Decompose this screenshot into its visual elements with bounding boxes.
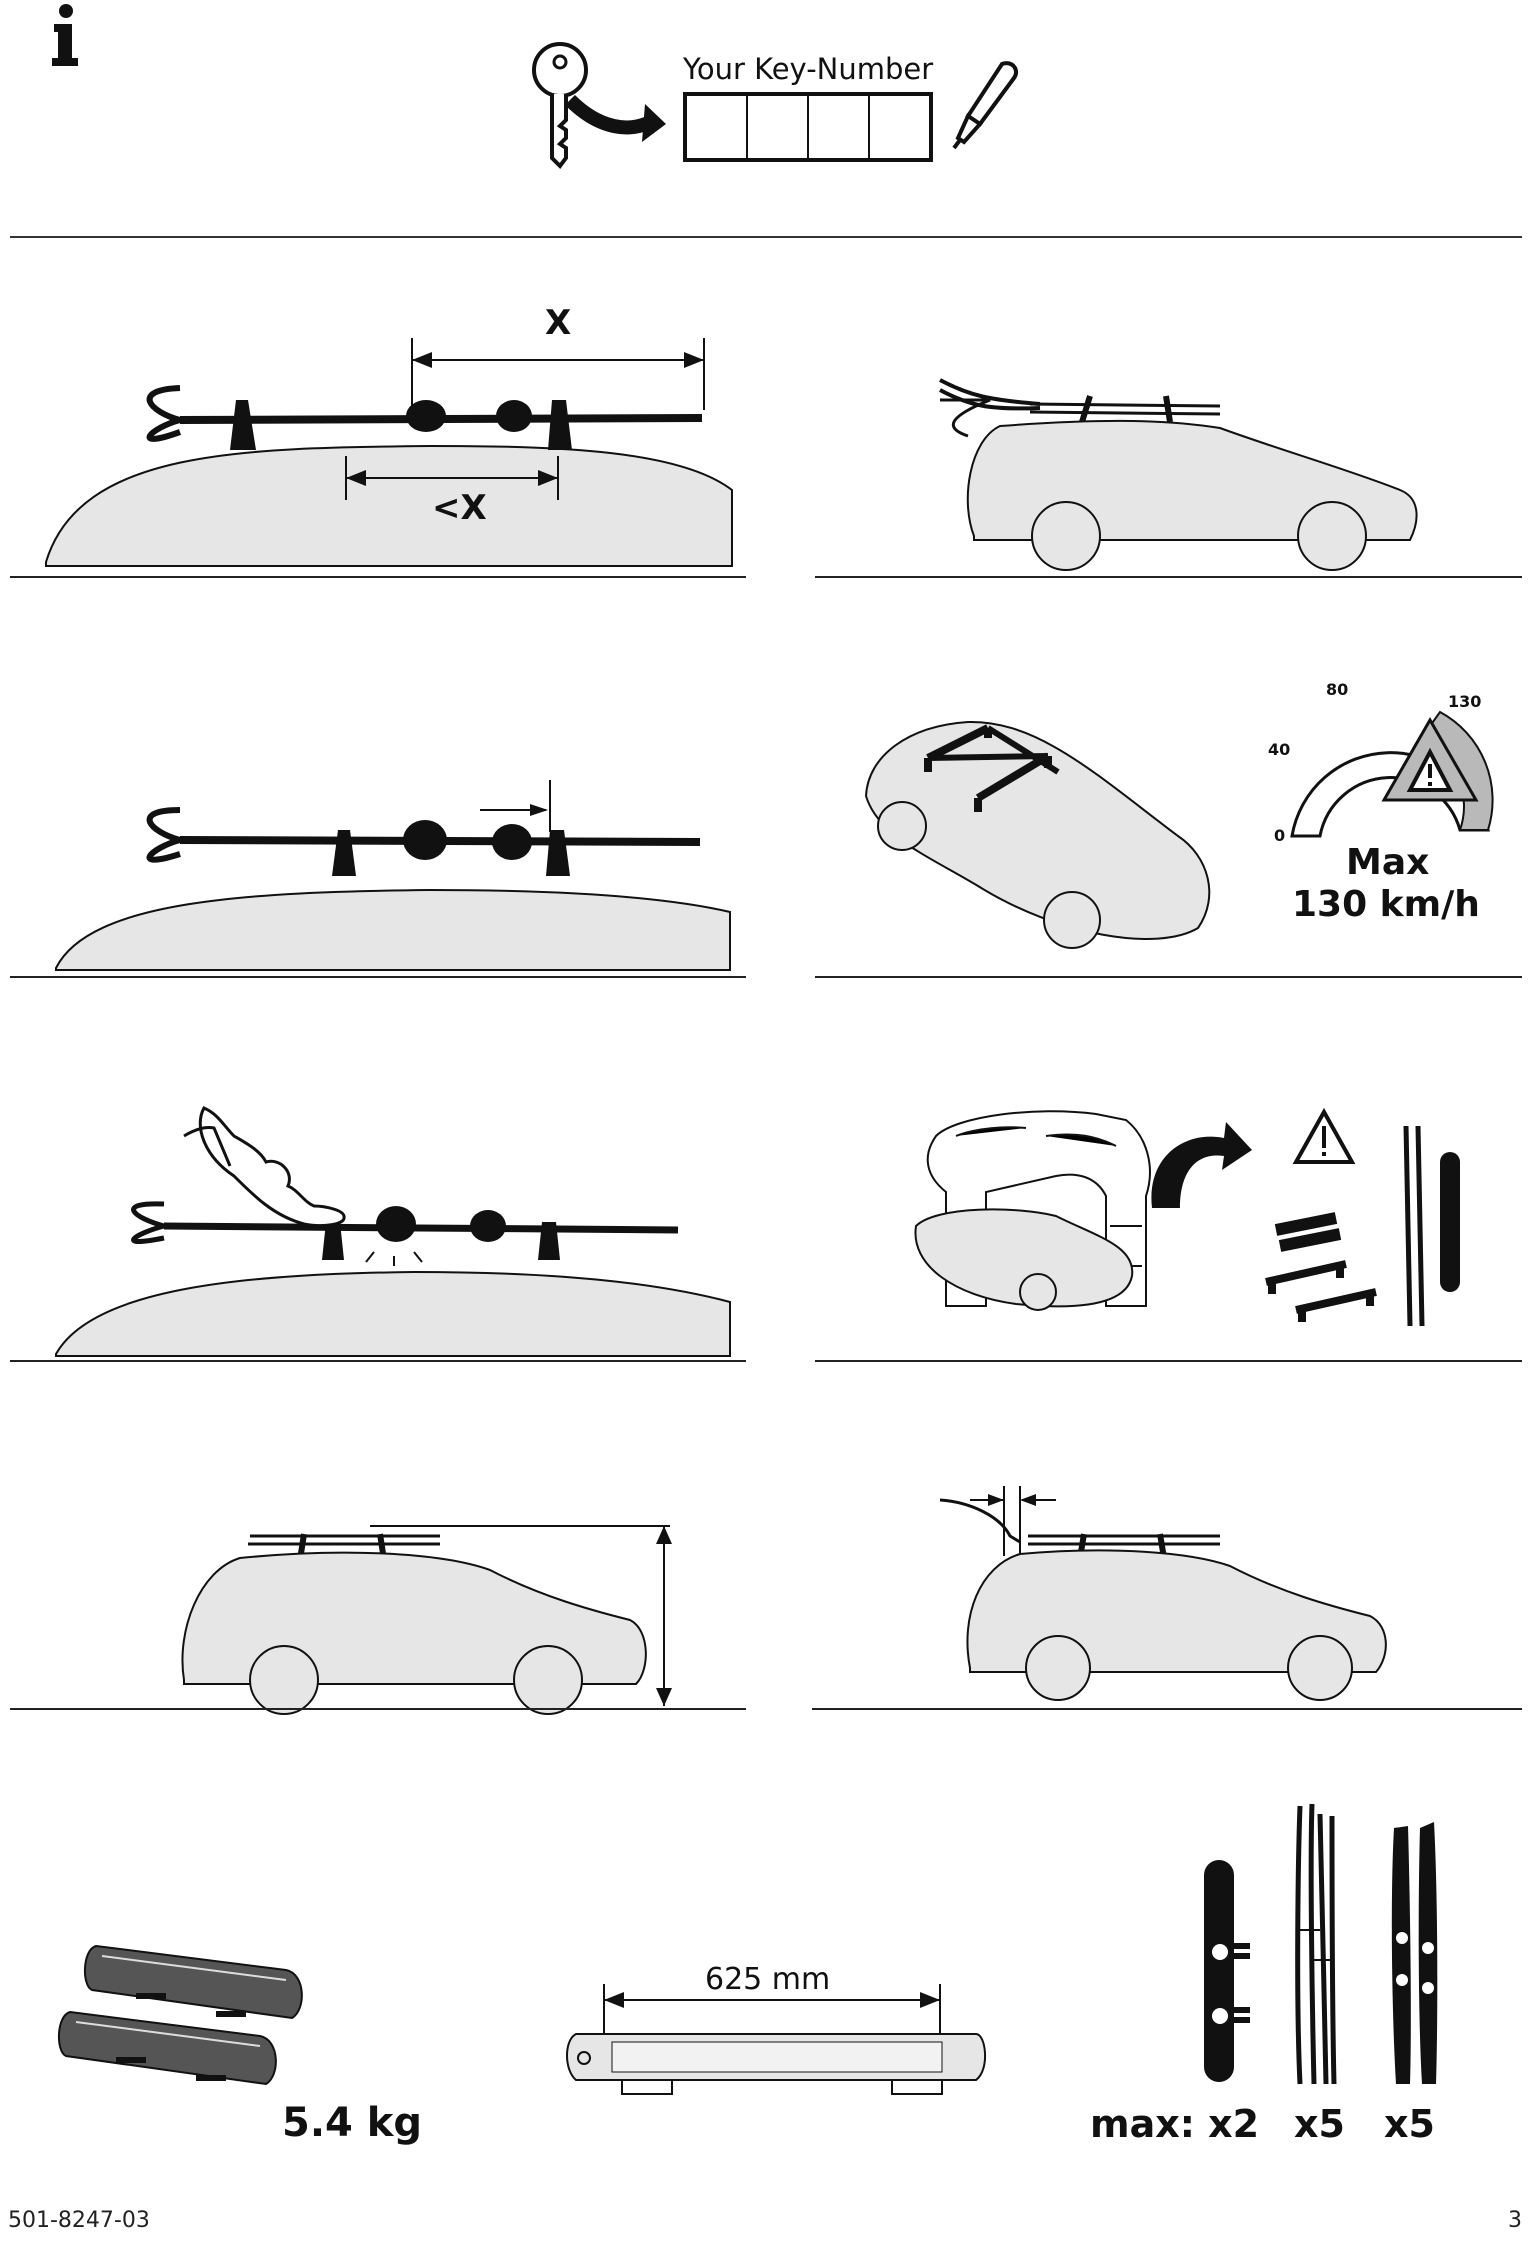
key-number-box[interactable] (748, 96, 809, 158)
car-bars-diagram (864, 720, 1211, 949)
divider (815, 976, 1522, 978)
document-number: 501-8247-03 (8, 2208, 150, 2233)
key-number-box[interactable] (870, 96, 929, 158)
capacity-skis-b-label: x5 (1384, 2102, 1435, 2146)
key-number-label: Your Key-Number (683, 52, 934, 86)
key-icon (532, 42, 666, 170)
divider (10, 576, 746, 578)
divider (10, 976, 746, 978)
max-speed-value: 130 km/h (1292, 884, 1480, 925)
length-label: 625 mm (705, 1962, 831, 1997)
divider (10, 1708, 746, 1710)
snowboard-icon (1204, 1860, 1250, 2082)
key-number-box[interactable] (809, 96, 870, 158)
ski-carrier-length-diagram (566, 1984, 986, 2095)
distance-x-label: X (545, 303, 572, 343)
page-number: 3 (1508, 2208, 1522, 2233)
info-icon (50, 4, 80, 66)
speed-tick-80: 80 (1326, 680, 1349, 699)
divider (815, 576, 1522, 578)
speed-tick-130: 130 (1448, 692, 1482, 711)
binding-adjust-diagram (55, 780, 731, 971)
speedometer-icon (1290, 710, 1494, 838)
key-number-box[interactable] (687, 96, 748, 158)
speed-tick-0: 0 (1274, 826, 1286, 845)
release-button-diagram (55, 1106, 731, 1357)
key-number-boxes[interactable] (683, 92, 933, 162)
ski-carrier-pair-image (58, 1944, 303, 2086)
tailgate-clearance-diagram (939, 1486, 1387, 1701)
garage-warning-diagram (914, 1107, 1460, 1327)
ski-spacing-diagram (45, 338, 733, 567)
divider (10, 1360, 746, 1362)
pen-icon (952, 61, 1019, 150)
car-ski-load-diagram (939, 378, 1418, 571)
capacity-snowboard-label: max: x2 (1090, 2102, 1260, 2146)
weight-label: 5.4 kg (282, 2100, 423, 2146)
car-height-diagram (181, 1525, 672, 1715)
header-divider (10, 236, 1522, 238)
max-speed-label: Max (1346, 842, 1430, 883)
divider (812, 1708, 1522, 1710)
distance-lt-x-label: <X (432, 488, 487, 528)
divider (815, 1360, 1522, 1362)
capacity-skis-a-label: x5 (1294, 2102, 1345, 2146)
skis-icon (1295, 1803, 1337, 2085)
skis-with-bindings-icon (1391, 1822, 1438, 2084)
speed-tick-40: 40 (1268, 740, 1291, 759)
